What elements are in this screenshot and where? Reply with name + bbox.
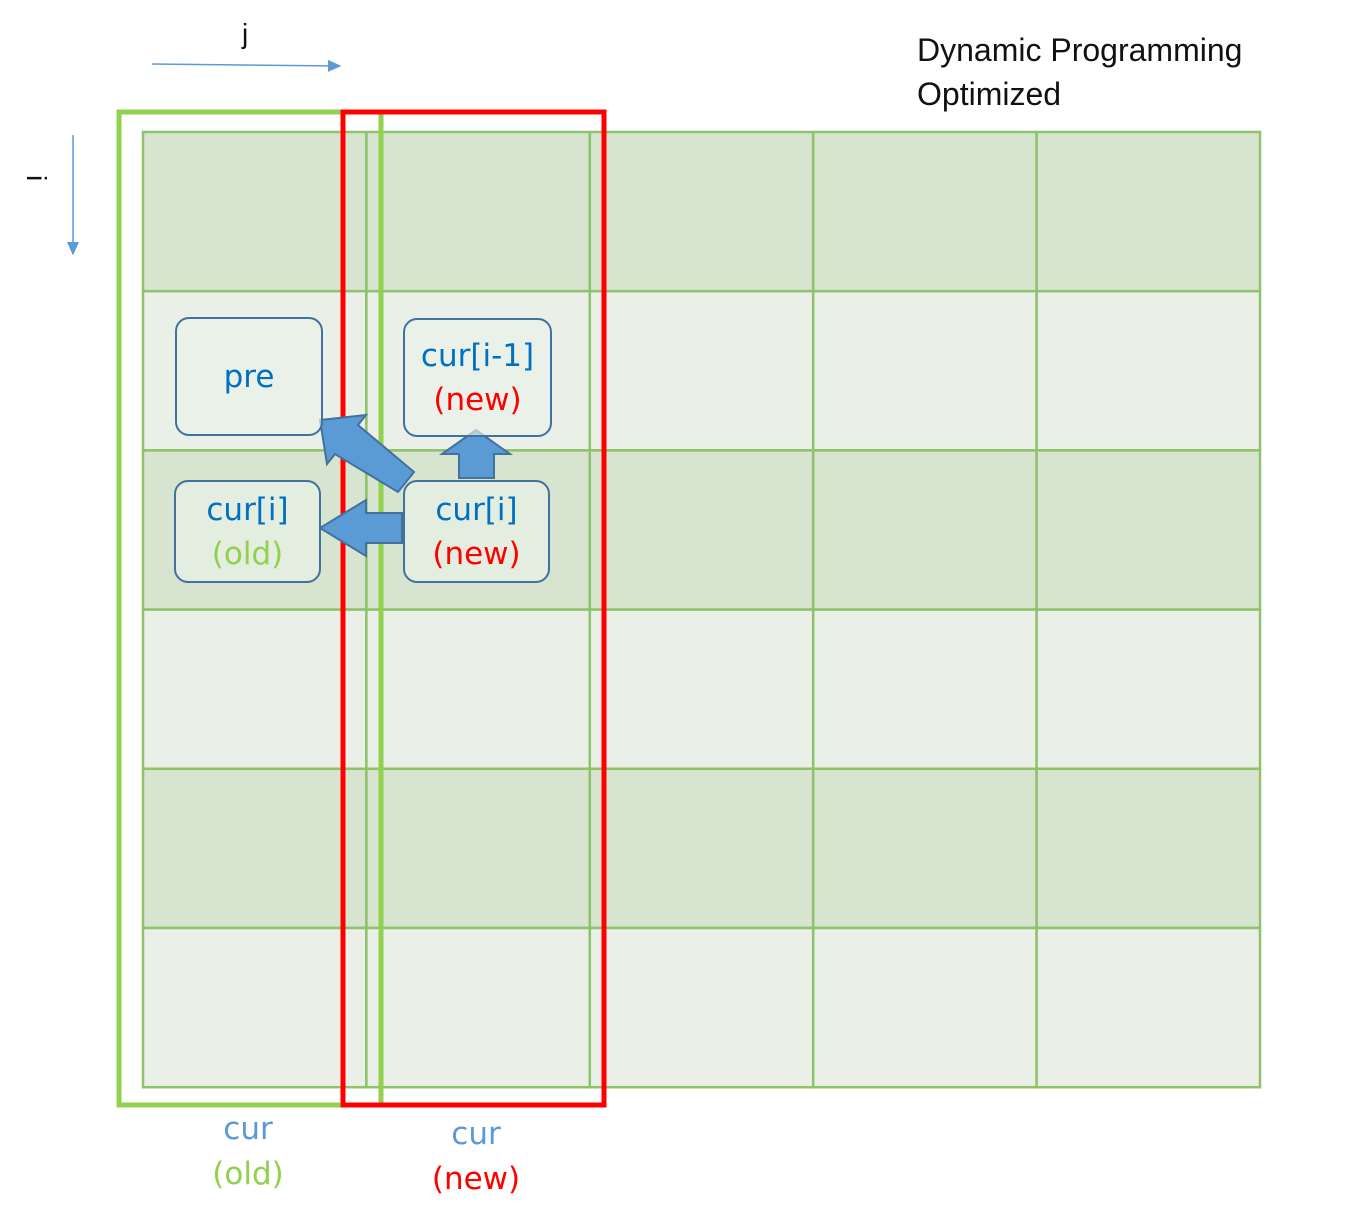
diagram-title: Dynamic Programming Optimized <box>917 28 1242 116</box>
grid-cell <box>811 608 1038 771</box>
title-line-2: Optimized <box>917 76 1062 112</box>
grid-cell <box>141 767 368 930</box>
up-arrow-icon <box>438 428 514 479</box>
old-column-name: cur <box>223 1111 273 1147</box>
j-axis-arrow <box>151 59 342 72</box>
grid-cell <box>811 130 1038 293</box>
pre-node: pre <box>175 317 323 436</box>
grid-cell <box>1035 926 1262 1089</box>
grid-cell <box>141 130 368 293</box>
pre-node-label: pre <box>223 358 275 395</box>
grid-cell <box>588 289 815 452</box>
cur-new-label: cur[i] <box>435 491 518 528</box>
j-axis-label: j <box>242 18 249 49</box>
new-column-highlight <box>340 109 607 1108</box>
cur-prev-new-node: cur[i-1] (new) <box>403 318 552 437</box>
grid-cell <box>588 926 815 1089</box>
grid-cell <box>141 608 368 771</box>
i-axis-label: i <box>21 175 52 182</box>
grid-cell <box>811 767 1038 930</box>
grid-cell <box>811 449 1038 611</box>
grid-cell <box>588 608 815 771</box>
grid-cell <box>1035 767 1262 930</box>
new-column-caption: cur (new) <box>416 1112 536 1202</box>
cur-new-tag: (new) <box>432 535 521 572</box>
grid-cell <box>811 926 1038 1089</box>
old-column-tag: (old) <box>212 1156 284 1192</box>
grid-cell <box>141 926 368 1089</box>
grid-cell <box>365 608 592 771</box>
cur-prev-new-tag: (new) <box>433 381 522 418</box>
grid <box>141 130 1262 1089</box>
grid-cell <box>1035 289 1262 452</box>
grid-cell <box>365 767 592 930</box>
old-column-highlight <box>116 109 384 1108</box>
grid-cell <box>365 926 592 1089</box>
cur-old-label: cur[i] <box>206 491 289 528</box>
cur-prev-new-label: cur[i-1] <box>420 337 535 374</box>
title-line-1: Dynamic Programming <box>917 32 1243 68</box>
new-column-name: cur <box>451 1116 501 1152</box>
left-arrow-icon <box>318 498 403 558</box>
grid-cell <box>811 289 1038 452</box>
cur-new-node: cur[i] (new) <box>403 480 550 583</box>
new-column-tag: (new) <box>431 1161 521 1197</box>
grid-cell <box>1035 449 1262 611</box>
cur-old-tag: (old) <box>211 535 284 572</box>
old-column-caption: cur (old) <box>188 1107 308 1197</box>
grid-cell <box>365 130 592 293</box>
grid-cell <box>588 449 815 611</box>
grid-cell <box>588 767 815 930</box>
grid-cell <box>588 130 815 293</box>
grid-cell <box>1035 130 1262 293</box>
cur-old-node: cur[i] (old) <box>174 480 321 583</box>
grid-cell <box>1035 608 1262 771</box>
up-left-arrow-icon <box>318 413 416 494</box>
